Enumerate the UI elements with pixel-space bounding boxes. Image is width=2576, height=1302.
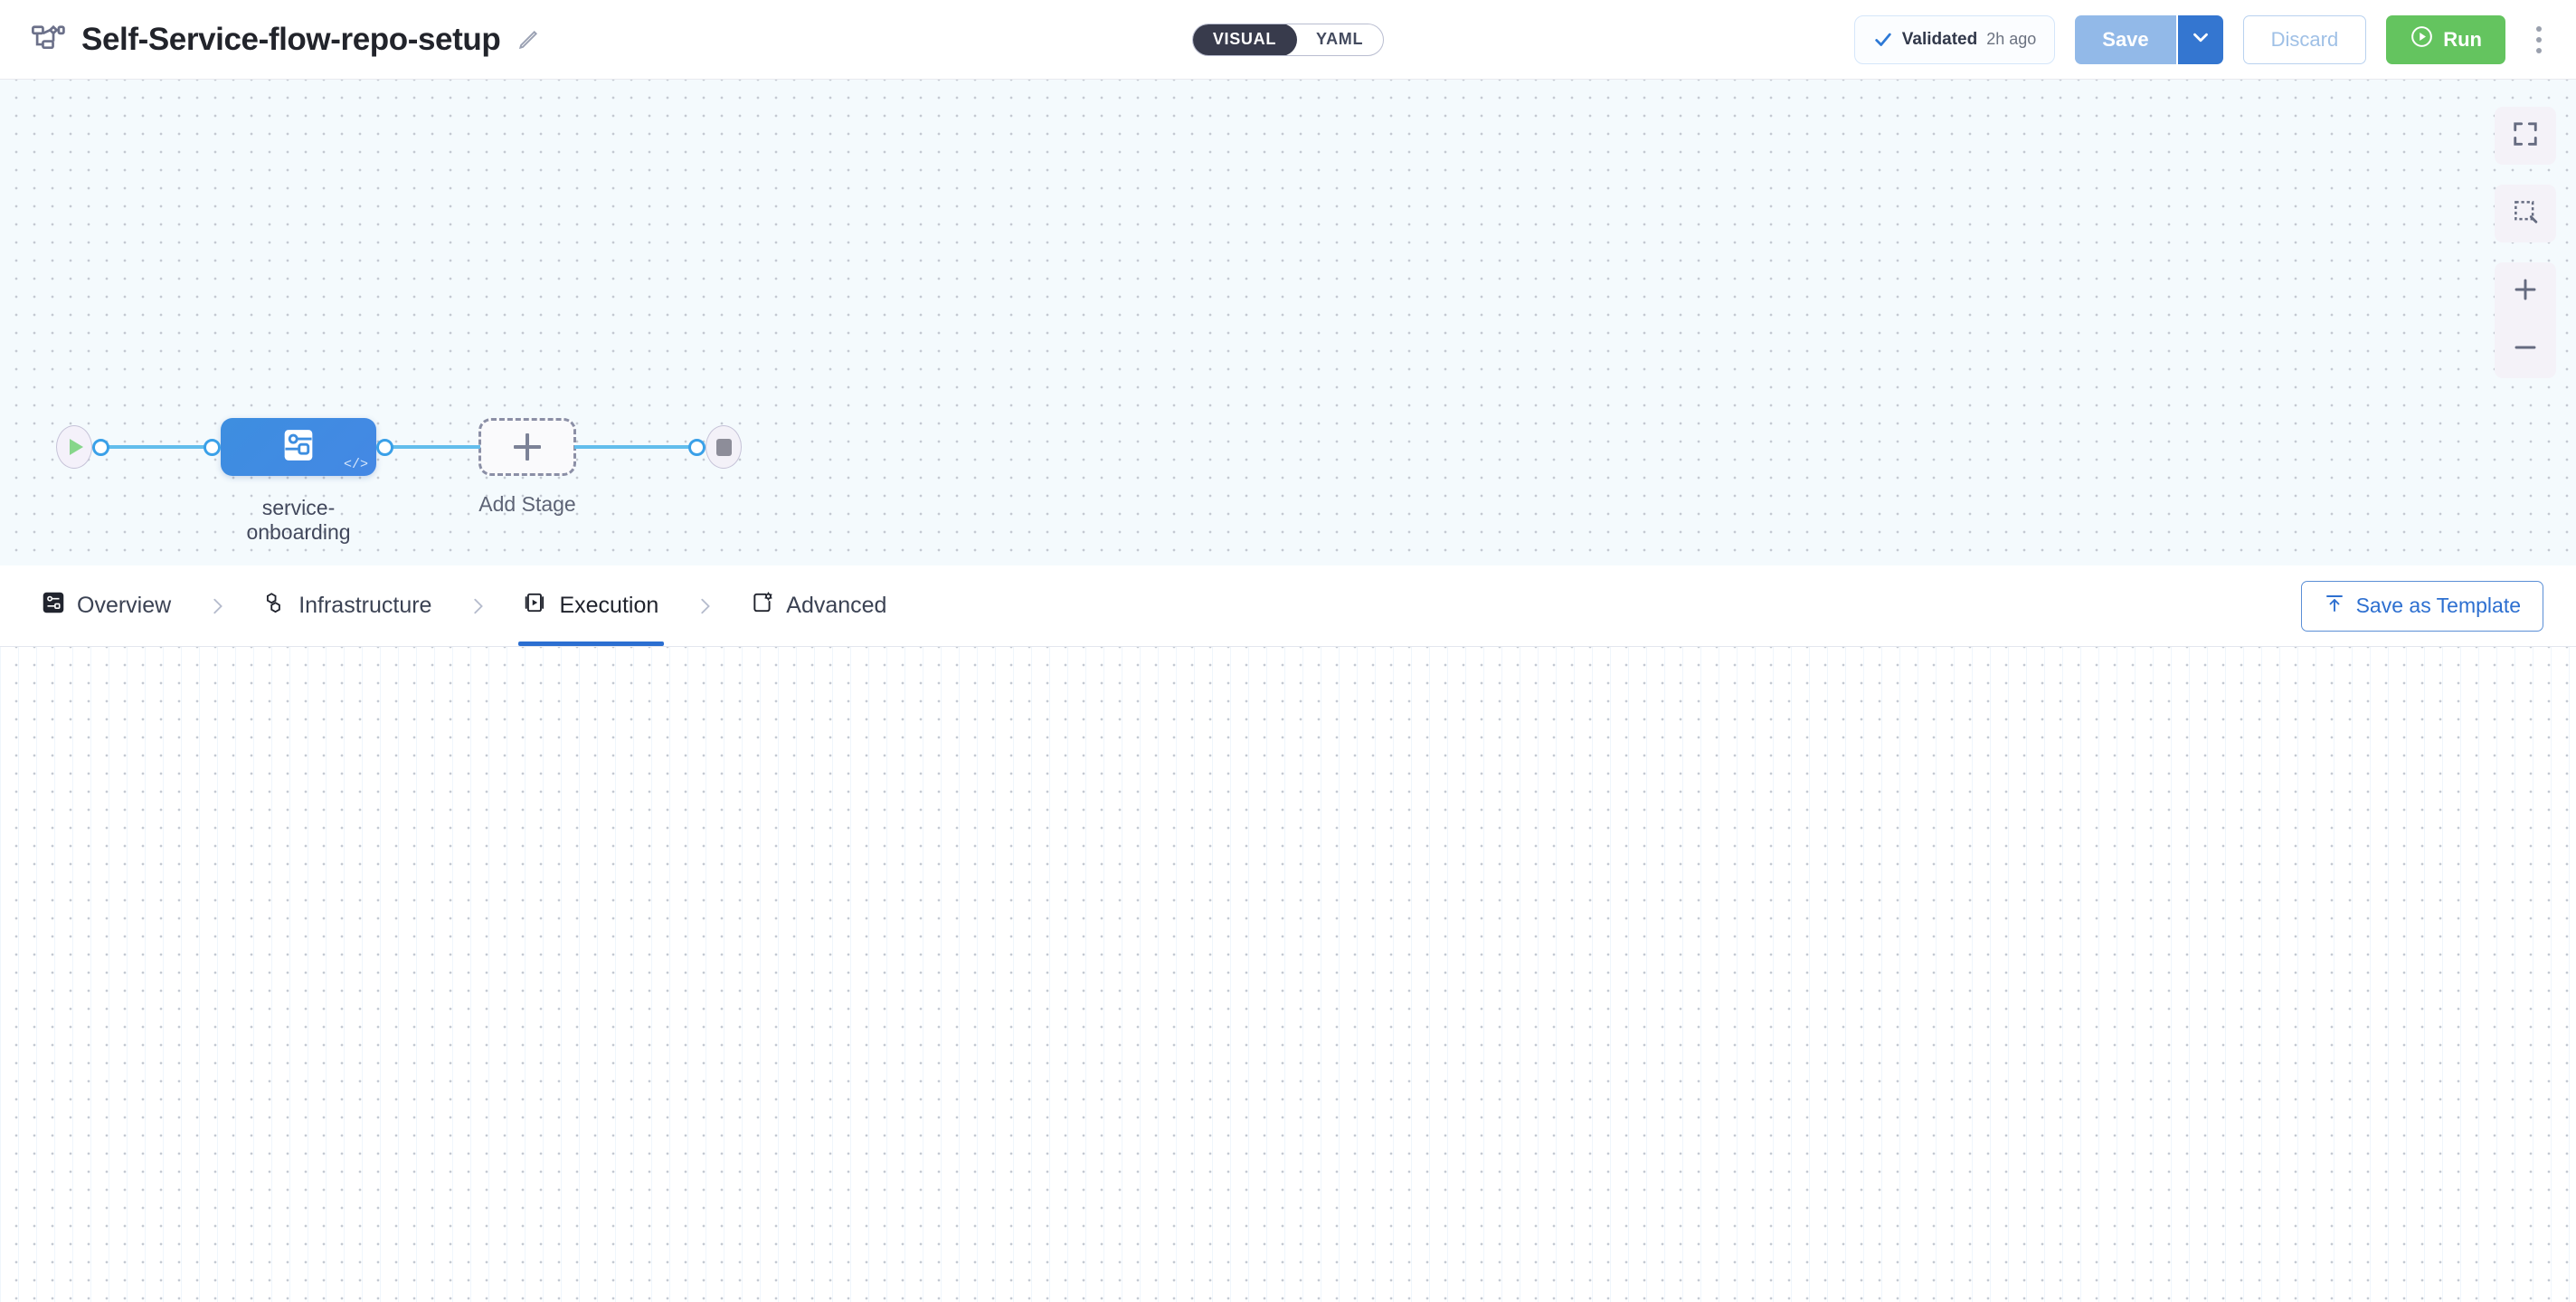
tab-infrastructure-label: Infrastructure	[298, 593, 432, 618]
zoom-in-button[interactable]	[2495, 262, 2556, 320]
status-badge-label: Validated	[1901, 29, 1978, 49]
tab-execution-label: Execution	[559, 593, 659, 618]
view-mode-toggle-wrap: VISUAL YAML	[0, 23, 2576, 56]
status-badge-time: 2h ago	[1986, 30, 2037, 48]
stage-canvas[interactable]: </> service- onboarding Add Stage	[0, 80, 2576, 565]
template-upload-icon	[2324, 593, 2345, 620]
pipeline-end-node[interactable]	[706, 425, 742, 469]
dashed-select-icon	[2512, 198, 2539, 230]
tab-infrastructure[interactable]: Infrastructure	[258, 565, 437, 646]
save-as-template-button[interactable]: Save as Template	[2300, 580, 2543, 632]
add-stage-wrap: Add Stage	[478, 418, 576, 516]
pipeline-flow-icon	[31, 23, 65, 57]
run-button-label: Run	[2443, 27, 2482, 51]
code-badge: </>	[343, 457, 368, 472]
stage-node-label: service- onboarding	[246, 496, 351, 545]
plus-icon	[514, 433, 541, 461]
save-button-group: Save	[2075, 14, 2223, 64]
zoom-controls	[2495, 262, 2556, 378]
chevron-right-icon	[176, 593, 258, 620]
play-icon	[69, 439, 83, 455]
marquee-select-button[interactable]	[2495, 185, 2556, 242]
tab-advanced[interactable]: Advanced	[745, 565, 892, 646]
save-as-template-label: Save as Template	[2355, 594, 2521, 617]
chevron-down-icon	[2189, 25, 2212, 53]
mode-option-visual[interactable]: VISUAL	[1192, 24, 1298, 55]
fit-screen-icon	[2512, 120, 2539, 152]
stage-node-wrap: </> service- onboarding	[221, 418, 376, 544]
fit-to-screen-button[interactable]	[2495, 107, 2556, 165]
top-toolbar: Self-Service-flow-repo-setup VISUAL YAML…	[0, 0, 2576, 80]
tab-overview[interactable]: Overview	[36, 565, 176, 646]
stop-icon	[715, 438, 732, 456]
page-title: Self-Service-flow-repo-setup	[81, 21, 501, 57]
tab-execution[interactable]: Execution	[518, 565, 665, 646]
toolbar-left-group: Self-Service-flow-repo-setup	[31, 22, 540, 58]
plus-icon	[2511, 275, 2540, 309]
zoom-out-button[interactable]	[2495, 320, 2556, 378]
add-stage-button[interactable]	[478, 418, 576, 476]
stage-input-port[interactable]	[204, 438, 221, 456]
minus-icon	[2511, 333, 2540, 366]
kebab-menu-icon[interactable]	[2525, 19, 2552, 61]
run-button[interactable]: Run	[2386, 14, 2505, 64]
status-badge: Validated 2h ago	[1853, 14, 2056, 64]
tab-list: Overview Infrastructure	[36, 565, 892, 646]
pipeline-start-node[interactable]	[56, 425, 92, 469]
overview-icon	[42, 591, 65, 621]
chevron-right-icon	[437, 593, 518, 620]
stage-node-service-onboarding[interactable]: </>	[221, 418, 376, 476]
start-output-port[interactable]	[92, 438, 109, 456]
discard-button[interactable]: Discard	[2242, 14, 2367, 64]
end-input-port[interactable]	[688, 438, 706, 456]
infrastructure-icon	[263, 591, 287, 621]
stage-output-port[interactable]	[376, 438, 393, 456]
chevron-right-icon	[664, 593, 745, 620]
stage-nodes-icon	[278, 424, 319, 470]
save-dropdown-button[interactable]	[2175, 14, 2223, 64]
connector-wire	[392, 445, 480, 449]
toolbar-right-group: Validated 2h ago Save Discard Run	[1853, 14, 2552, 64]
check-icon	[1873, 30, 1893, 50]
execution-steps-canvas[interactable]: </> CookieCutter </> C	[0, 647, 2576, 1302]
execution-icon	[524, 591, 547, 621]
save-button[interactable]: Save	[2075, 14, 2176, 64]
canvas-controls	[2495, 107, 2556, 378]
stage-flow-row: </> service- onboarding Add Stage	[56, 418, 742, 544]
connector-wire	[574, 445, 690, 449]
mode-option-yaml[interactable]: YAML	[1316, 30, 1364, 48]
advanced-icon	[751, 591, 774, 621]
tab-advanced-label: Advanced	[786, 593, 887, 618]
add-stage-label: Add Stage	[478, 492, 576, 516]
pencil-icon[interactable]	[516, 28, 540, 52]
connector-wire	[108, 445, 205, 449]
tab-overview-label: Overview	[77, 593, 172, 618]
view-mode-toggle[interactable]: VISUAL YAML	[1191, 23, 1385, 56]
section-tabbar: Overview Infrastructure	[0, 565, 2576, 647]
play-circle-icon	[2410, 24, 2434, 54]
